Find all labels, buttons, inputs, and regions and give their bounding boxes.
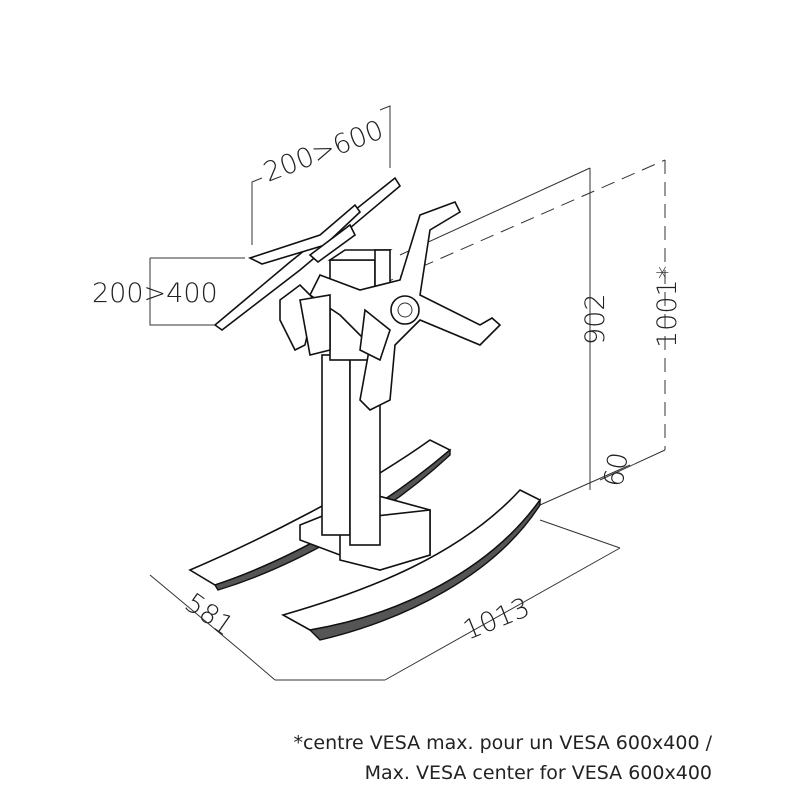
column <box>299 249 431 571</box>
dim-column-height: 902 <box>580 293 611 345</box>
dim-vesa-width: 200>600 <box>259 115 387 189</box>
caption-line-1: *centre VESA max. pour un VESA 600x400 / <box>293 732 712 754</box>
base-feet <box>188 439 542 641</box>
dim-foot-height: 60 <box>598 450 634 489</box>
dim-total-height: 1001* <box>652 266 683 348</box>
dimension-lines <box>149 105 666 681</box>
dim-base-depth: 581 <box>179 587 239 642</box>
vesa-bracket <box>213 176 502 411</box>
caption-line-2: Max. VESA center for VESA 600x400 <box>364 762 712 784</box>
dim-vesa-height: 200>400 <box>92 278 218 309</box>
dim-base-width: 1013 <box>459 592 534 646</box>
